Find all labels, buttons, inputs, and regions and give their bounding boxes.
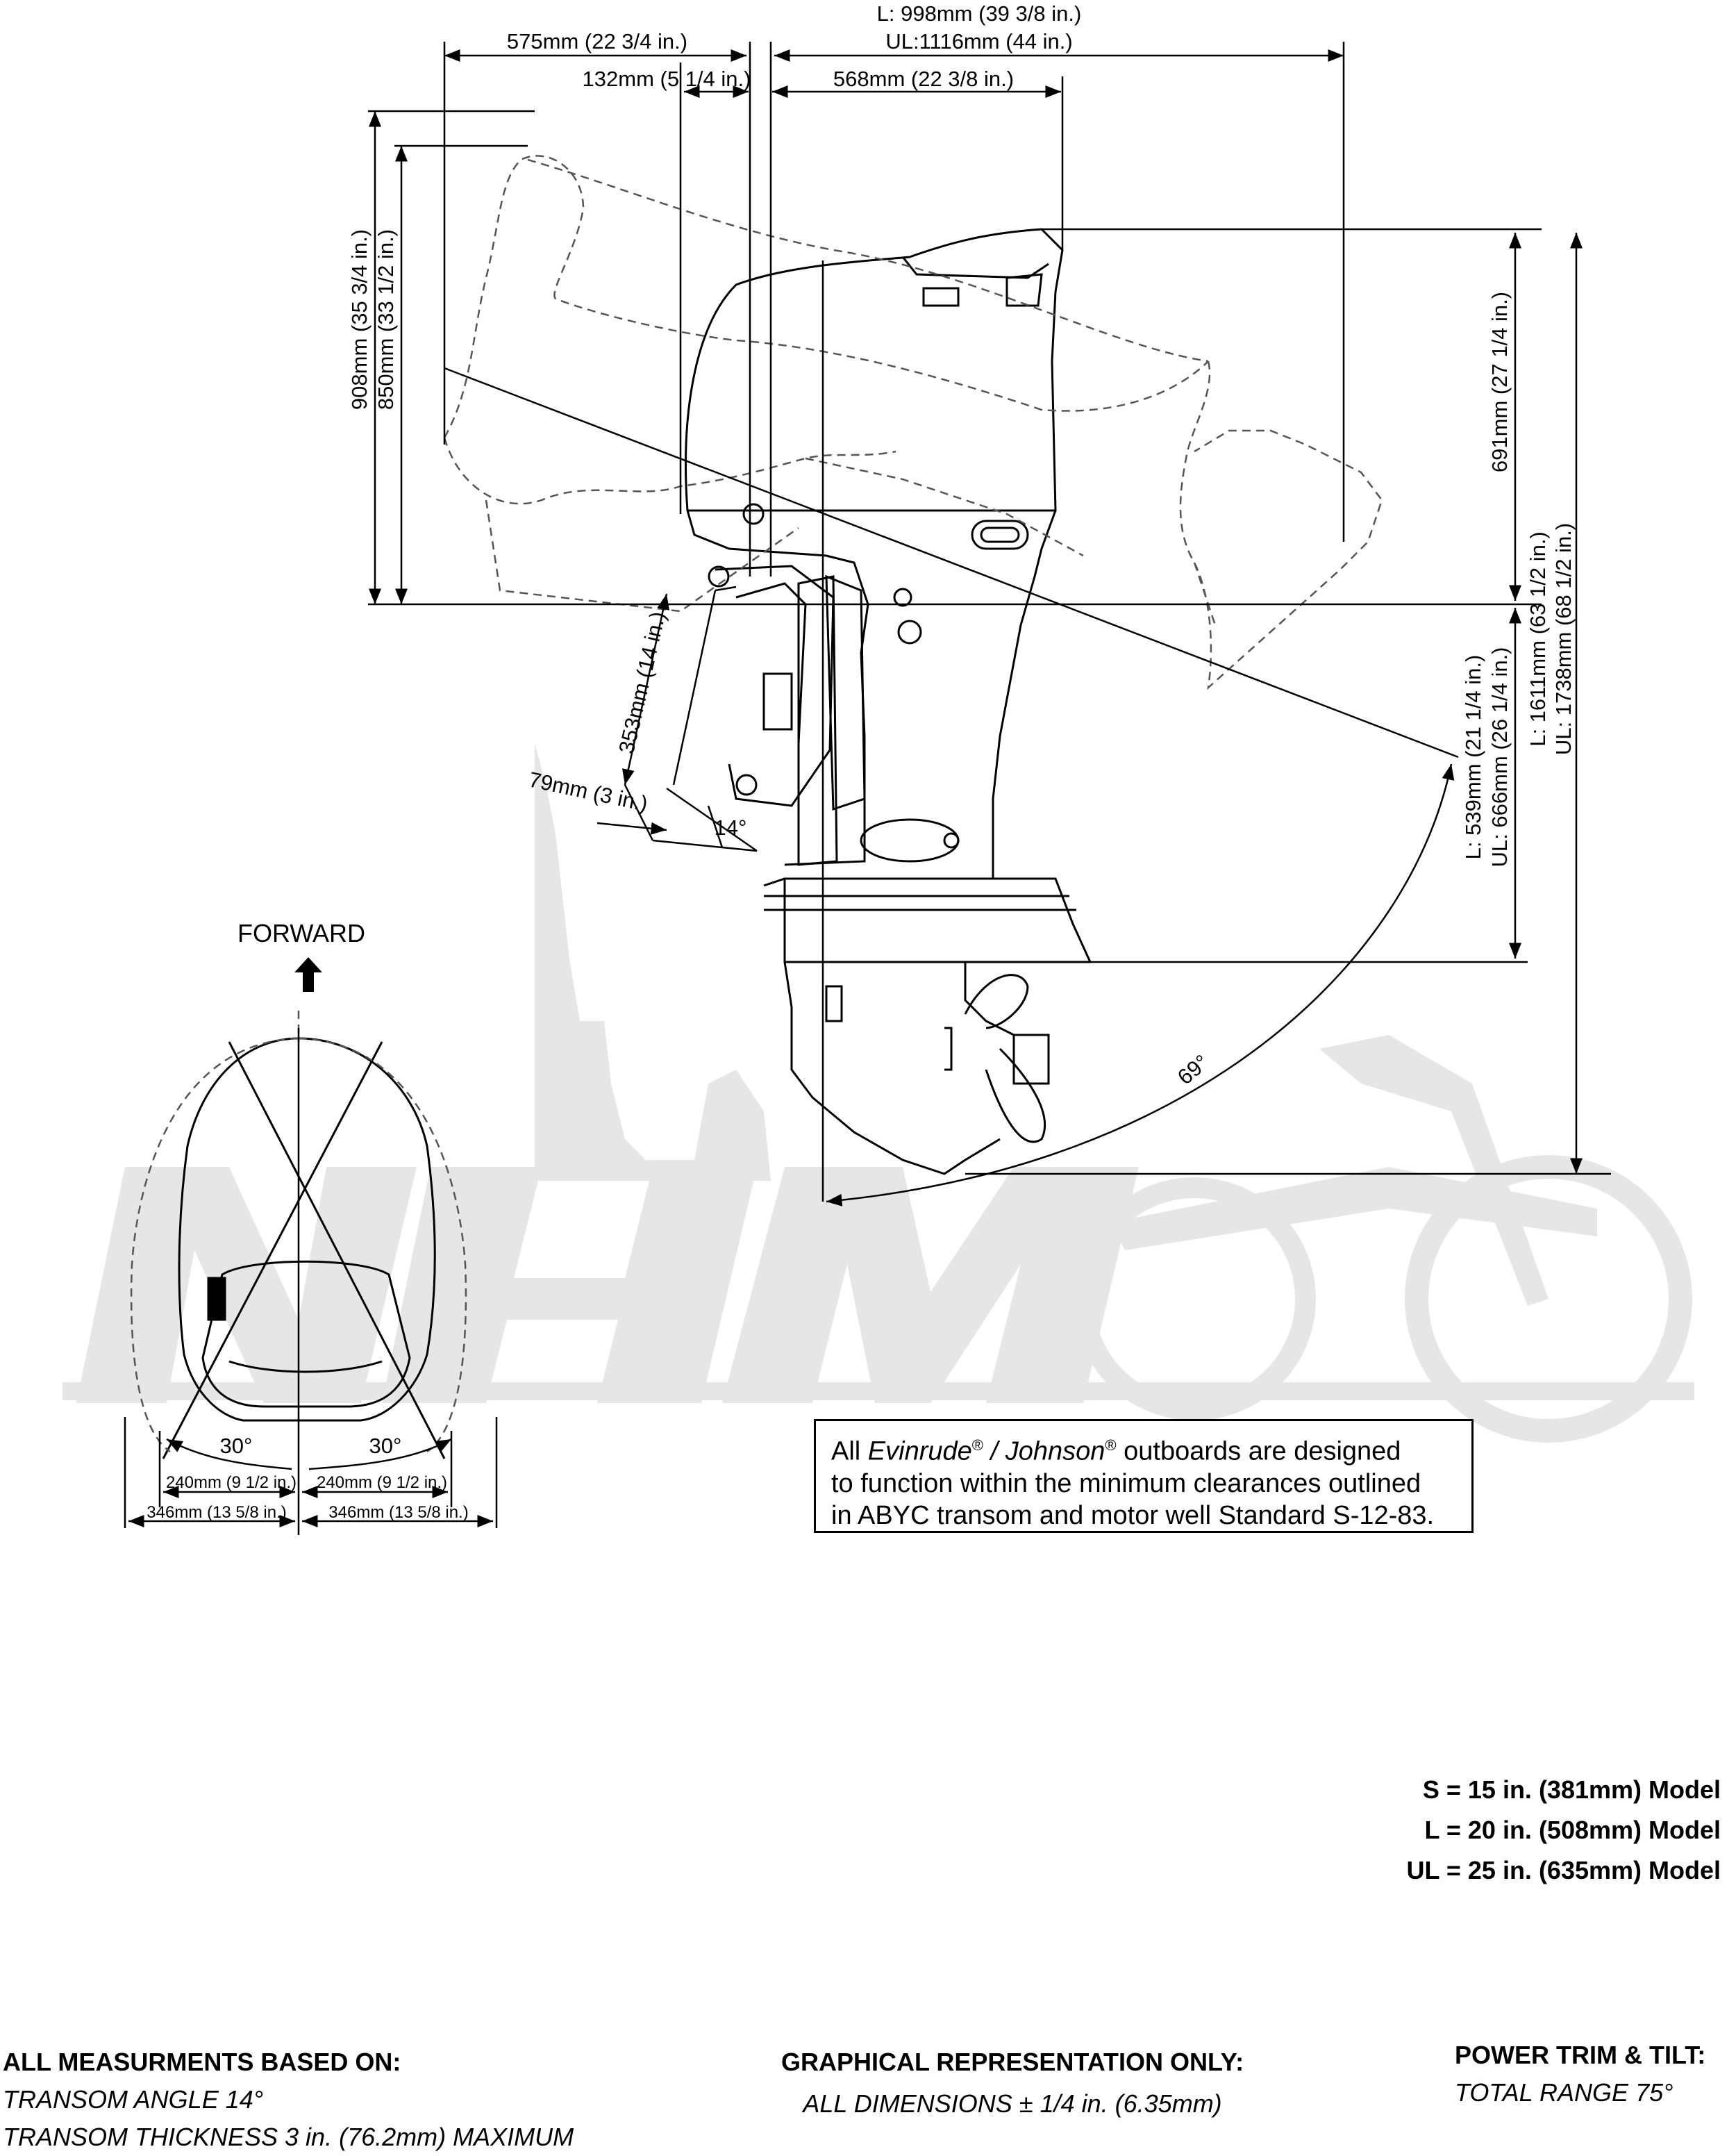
footer-graphical: GRAPHICAL REPRESENTATION ONLY: ALL DIMEN… — [781, 2043, 1244, 2123]
dim-240-left: 240mm (9 1/2 in.) — [166, 1473, 297, 1492]
dim-overall-length-l: L: 998mm (39 3/8 in.) — [877, 1, 1082, 26]
dim-132: 132mm (5 1/4 in.) — [583, 67, 751, 91]
registered-mark: ® — [1105, 1436, 1117, 1454]
dim-240-right: 240mm (9 1/2 in.) — [317, 1473, 447, 1492]
top-view-dimensions — [124, 1028, 498, 1535]
dim-575: 575mm (22 3/4 in.) — [507, 29, 687, 53]
top-view-swing-arcs — [130, 1011, 467, 1453]
brand-evinrude: Evinrude — [867, 1436, 972, 1466]
forward-label: FORWARD — [237, 919, 365, 947]
dimension-lines — [368, 42, 1611, 1206]
motor-side-view — [685, 228, 1092, 1175]
footer-trim-heading: POWER TRIM & TILT: — [1455, 2041, 1706, 2069]
dim-691: 691mm (27 1/4 in.) — [1487, 292, 1512, 472]
model-legend: S = 15 in. (381mm) Model L = 20 in. (508… — [1407, 1770, 1721, 1891]
dim-346-right: 346mm (13 5/8 in.) — [328, 1503, 468, 1522]
note-text: All — [831, 1436, 868, 1466]
motor-tilted-outline — [443, 155, 1383, 690]
footer-transom-angle: TRANSOM ANGLE 14° — [3, 2085, 264, 2114]
model-ul: UL = 25 in. (635mm) Model — [1406, 1856, 1721, 1884]
note-line-2: to function within the minimum clearance… — [831, 1468, 1421, 1498]
dim-ul-1738: UL: 1738mm (68 1/2 in.) — [1551, 523, 1576, 755]
abyc-note-box: All Evinrude® / Johnson® outboards are d… — [814, 1419, 1474, 1533]
note-line-1: All Evinrude® / Johnson® outboards are d… — [831, 1429, 1456, 1468]
motor-top-view — [162, 1037, 446, 1459]
dim-850: 850mm (33 1/2 in.) — [374, 229, 398, 410]
footer-transom-thickness: TRANSOM THICKNESS 3 in. (76.2mm) MAXIMUM — [3, 2123, 574, 2151]
footer-graphical-heading: GRAPHICAL REPRESENTATION ONLY: — [781, 2048, 1244, 2076]
dim-overall-length-ul: UL:1116mm (44 in.) — [885, 29, 1072, 53]
angle-14: 14° — [715, 815, 747, 840]
footer-trim-range: TOTAL RANGE 75° — [1455, 2078, 1674, 2107]
model-s: S = 15 in. (381mm) Model — [1422, 1775, 1721, 1804]
note-text: outboards are designed — [1116, 1436, 1401, 1466]
brand-johnson: Johnson — [1005, 1436, 1105, 1466]
footer-measurements-heading: ALL MEASURMENTS BASED ON: — [3, 2048, 401, 2076]
note-line-3: in ABYC transom and motor well Standard … — [831, 1500, 1435, 1530]
model-l: L = 20 in. (508mm) Model — [1424, 1816, 1721, 1844]
angle-69: 69° — [1173, 1050, 1213, 1089]
footer-tolerance: ALL DIMENSIONS ± 1/4 in. (6.35mm) — [803, 2089, 1222, 2118]
footer-measurements: ALL MEASURMENTS BASED ON: TRANSOM ANGLE … — [3, 2043, 574, 2156]
dim-l-539: L: 539mm (21 1/4 in.) — [1461, 655, 1485, 860]
forward-arrow-icon — [294, 957, 322, 992]
dim-346-left: 346mm (13 5/8 in.) — [147, 1503, 286, 1522]
dim-568: 568mm (22 3/8 in.) — [833, 67, 1014, 91]
dim-908: 908mm (35 3/4 in.) — [347, 229, 372, 410]
dim-353: 353mm (14 in.) — [614, 609, 670, 756]
dim-ul-666: UL: 666mm (26 1/4 in.) — [1487, 647, 1512, 867]
watermark-logo — [62, 743, 1694, 1443]
dim-l-1611: L: 1611mm (63 1/2 in.) — [1526, 531, 1550, 747]
registered-mark: ® — [971, 1436, 983, 1454]
angle-30-right: 30° — [369, 1434, 402, 1458]
footer-trim: POWER TRIM & TILT: TOTAL RANGE 75° — [1455, 2037, 1705, 2112]
angle-30-left: 30° — [220, 1434, 253, 1458]
brand-separator: / — [983, 1436, 1005, 1466]
